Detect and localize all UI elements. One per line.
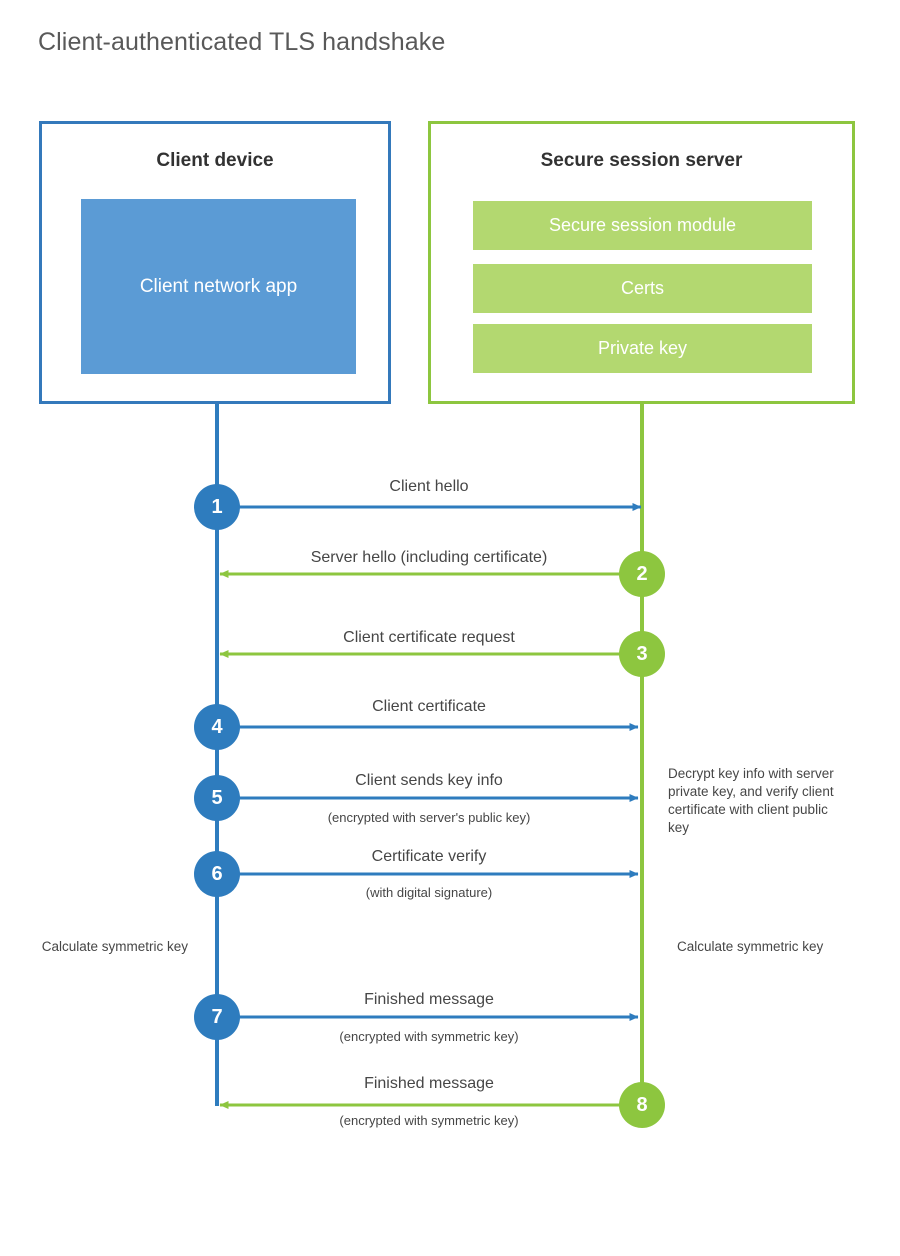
message-sublabel-5: (encrypted with server's public key) bbox=[327, 810, 531, 825]
message-sublabel-6: (with digital signature) bbox=[365, 885, 493, 900]
secure-session-server-box: Secure session server Secure session mod… bbox=[428, 121, 855, 404]
step-marker-7: 7 bbox=[194, 994, 240, 1040]
step-marker-3: 3 bbox=[619, 631, 665, 677]
step-marker-2: 2 bbox=[619, 551, 665, 597]
message-label-3: Client certificate request bbox=[343, 629, 515, 646]
server-calculate-symmetric-key-annotation: Calculate symmetric key bbox=[677, 939, 824, 954]
message-sublabel-7: (encrypted with symmetric key) bbox=[339, 1029, 519, 1044]
step-marker-6: 6 bbox=[194, 851, 240, 897]
client-device-box: Client device Client network app bbox=[39, 121, 391, 404]
client-network-app-block: Client network app bbox=[81, 199, 356, 374]
message-label-8: Finished message bbox=[364, 1075, 494, 1092]
step-marker-8: 8 bbox=[619, 1082, 665, 1128]
server-component-label: Private key bbox=[597, 338, 688, 358]
client-calculate-symmetric-key-annotation: Calculate symmetric key bbox=[41, 939, 188, 954]
message-label-2: Server hello (including certificate) bbox=[310, 549, 548, 566]
message-label-1: Client hello bbox=[389, 478, 469, 495]
client-network-app-label: Client network app bbox=[139, 276, 298, 297]
server-component-private-key: Private key bbox=[473, 324, 812, 373]
server-component-secure-session-module: Secure session module bbox=[473, 201, 812, 250]
server-component-label: Secure session module bbox=[548, 215, 737, 235]
client-device-title: Client device bbox=[156, 150, 274, 171]
message-label-6: Certificate verify bbox=[371, 848, 487, 865]
message-sublabel-8: (encrypted with symmetric key) bbox=[339, 1113, 519, 1128]
server-component-certs: Certs bbox=[473, 264, 812, 313]
step-marker-1: 1 bbox=[194, 484, 240, 530]
message-label-5: Client sends key info bbox=[355, 772, 503, 789]
page-title: Client-authenticated TLS handshake bbox=[38, 28, 446, 56]
step-marker-5: 5 bbox=[194, 775, 240, 821]
secure-session-server-title: Secure session server bbox=[540, 150, 743, 171]
message-label-4: Client certificate bbox=[372, 698, 486, 715]
server-decrypt-annotation: Decrypt key info with server private key… bbox=[668, 766, 834, 835]
server-component-label: Certs bbox=[620, 278, 664, 298]
step-marker-4: 4 bbox=[194, 704, 240, 750]
message-label-7: Finished message bbox=[364, 991, 494, 1008]
